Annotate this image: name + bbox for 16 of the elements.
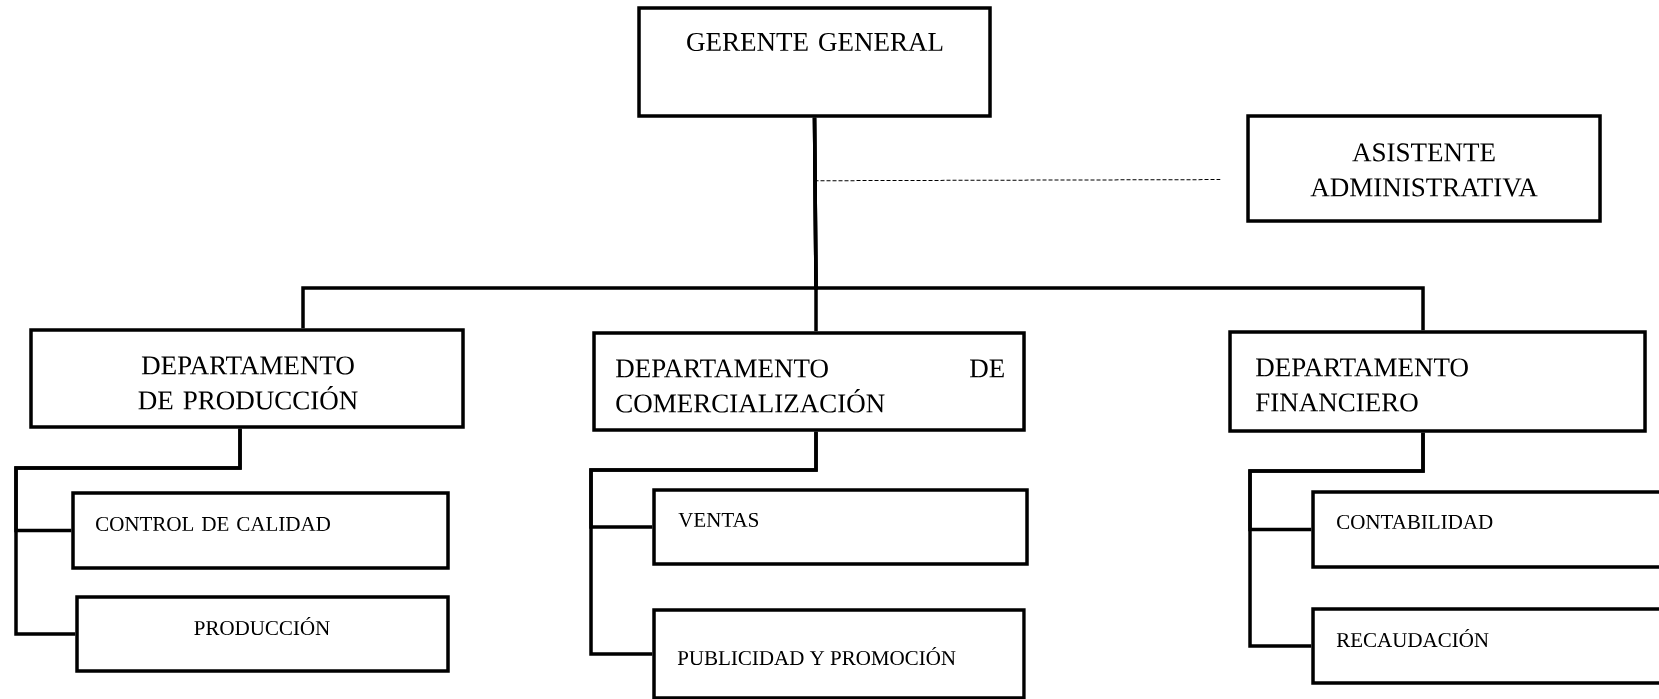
connector-line [589,431,818,656]
org-box: DEPARTAMENTO DE COMERCIALIZACIÓN [592,331,1026,432]
org-box: CONTABILIDAD [1311,490,1659,569]
connector-line [14,428,242,636]
org-box: DEPARTAMENTO FINANCIERO [1228,330,1647,433]
connector-line [814,179,1221,182]
org-box: GERENTE GENERAL [637,6,992,118]
org-box: VENTAS [652,488,1029,566]
connector-line [812,117,1425,331]
org-box: DEPARTAMENTO DE PRODUCCIÓN [29,328,465,429]
org-box: ASISTENTE ADMINISTRATIVA [1246,114,1602,223]
org-box: PUBLICIDAD Y PROMOCIÓN [652,608,1026,699]
org-box: RECAUDACIÓN [1311,607,1659,685]
connector-line [1248,432,1425,648]
org-box: PRODUCCIÓN [75,595,450,673]
org-box: CONTROL DE CALIDAD [71,491,450,570]
